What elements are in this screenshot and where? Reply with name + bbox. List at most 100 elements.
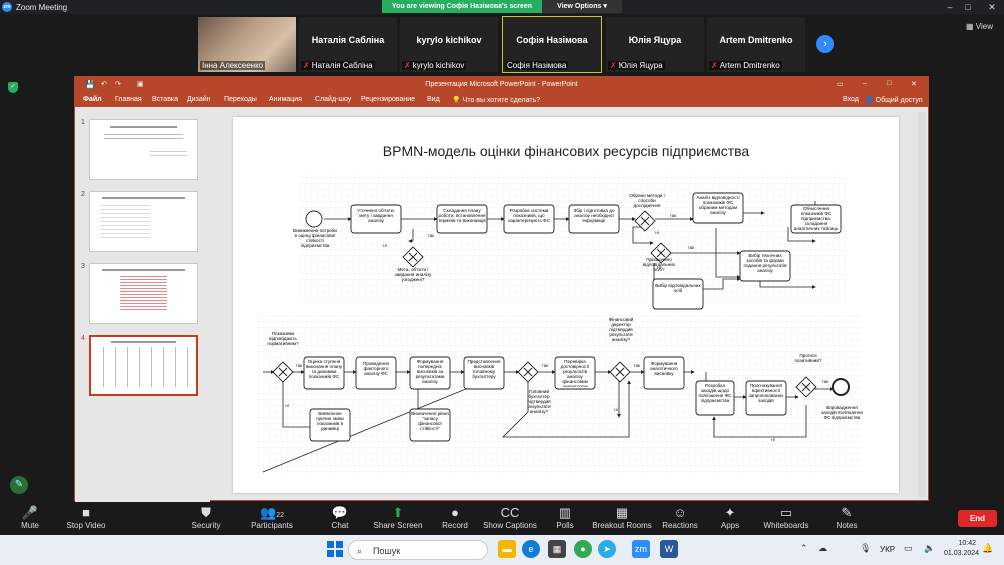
thumb-number: 1 — [81, 119, 85, 126]
bpmn-task: Формування попередніх висновків за резул… — [415, 359, 445, 384]
microphone-tray-icon[interactable]: 🎙 — [860, 543, 872, 553]
no-label: ні — [614, 407, 618, 412]
save-icon[interactable]: 💾 — [85, 80, 95, 89]
security-button[interactable]: ⛊Security — [176, 503, 236, 530]
undo-icon[interactable]: ↶ — [101, 81, 107, 88]
thumb-number: 4 — [81, 335, 85, 342]
bpmn-gateway-label: Фінансовий директор підтвердив результат… — [608, 317, 634, 342]
network-icon[interactable]: ▭ — [904, 543, 913, 553]
start-windows-icon[interactable] — [327, 541, 343, 557]
taskbar-search-input[interactable]: ⌕Пошук — [348, 540, 488, 560]
chat-button[interactable]: 💬Chat — [310, 503, 370, 530]
tab-design[interactable]: Дизайн — [187, 96, 211, 103]
bpmn-task: Представлення висновків головному бухгал… — [467, 359, 501, 379]
yes-label: так — [634, 363, 642, 368]
share-screen-button[interactable]: ⬆Share Screen — [368, 503, 428, 530]
redo-icon[interactable]: ↷ — [115, 81, 121, 88]
annotate-pencil-icon[interactable]: ✎ — [10, 476, 28, 494]
slide-thumbnail[interactable] — [89, 263, 198, 324]
signin-link[interactable]: Вход — [843, 96, 859, 103]
tab-insert[interactable]: Вставка — [152, 96, 179, 103]
language-indicator[interactable]: УКР — [880, 545, 896, 554]
ppt-maximize-icon[interactable]: □ — [887, 80, 892, 87]
view-options-button[interactable]: View Options ▾ — [542, 0, 622, 13]
notifications-icon[interactable]: 🔔 — [982, 543, 994, 553]
store-icon[interactable]: ▦ — [548, 540, 566, 558]
tab-home[interactable]: Главная — [115, 96, 142, 103]
bpmn-task: Аналіз відповідності показників ФС обран… — [696, 195, 740, 215]
next-participants-button[interactable]: › — [816, 35, 834, 53]
taskbar-clock[interactable]: 10:42 01.03.2024 — [944, 539, 980, 559]
bpmn-task: Збір і підготовка до аналізу необхідної … — [573, 208, 615, 223]
thumb-number: 2 — [81, 191, 85, 198]
record-button[interactable]: ●Record — [425, 503, 485, 530]
chrome-icon[interactable]: ● — [574, 540, 592, 558]
participant-tile[interactable]: kyrylo kichikov ✗kyrylo kichikov — [399, 16, 499, 73]
participant-tile[interactable]: Artem Dmitrenko ✗Artem Dmitrenko — [706, 16, 806, 73]
reactions-button[interactable]: ☺Reactions — [650, 503, 710, 530]
present-icon[interactable]: ▣ — [137, 81, 144, 88]
close-icon[interactable]: ✕ — [988, 2, 996, 12]
clock-date: 01.03.2024 — [944, 550, 980, 557]
participant-tile[interactable]: Інна Алексеенко — [197, 16, 297, 73]
mute-button[interactable]: 🎤Mute — [0, 503, 60, 530]
tab-file[interactable]: Файл — [83, 96, 102, 103]
bpmn-start-label: Виникнення потреби в оцінці фінансової с… — [293, 228, 337, 248]
participant-count: 22 — [276, 512, 284, 519]
end-meeting-button[interactable]: End — [958, 510, 997, 527]
muted-mic-icon: ✗ — [303, 61, 310, 70]
participant-label: Інна Алексеенко — [200, 61, 266, 70]
share-link[interactable]: 👤 Общий доступ — [865, 97, 923, 104]
breakout-rooms-button[interactable]: ▦Breakout Rooms — [592, 505, 652, 530]
zoom-taskbar-icon[interactable]: zm — [632, 540, 650, 558]
no-label: ні — [285, 403, 289, 408]
bpmn-task: Перевірка достовірності результатів анал… — [560, 359, 590, 387]
ppt-close-icon[interactable]: ✕ — [911, 81, 917, 88]
tab-view[interactable]: Вид — [427, 96, 440, 103]
bpmn-task: Проведення факторного аналізу ФС — [362, 361, 390, 376]
edge-icon[interactable]: e — [522, 540, 540, 558]
telegram-icon[interactable]: ➤ — [598, 540, 616, 558]
word-icon[interactable]: W — [660, 540, 678, 558]
ppt-minimize-icon[interactable]: – — [863, 80, 867, 87]
participant-tile[interactable]: Наталія Сабліна ✗Наталія Сабліна — [298, 16, 398, 73]
bpmn-end-label: Впровадження заходів поліпшення ФС підпр… — [821, 405, 863, 420]
tab-slideshow[interactable]: Слайд-шоу — [315, 96, 352, 103]
participant-tile-active-speaker[interactable]: Софія Назімова Софія Назімова — [502, 16, 602, 73]
notes-button[interactable]: ✎Notes — [817, 503, 877, 530]
tab-transitions[interactable]: Переходы — [224, 96, 257, 103]
slide-thumbnail-selected[interactable] — [89, 335, 198, 396]
cloud-icon[interactable]: ☁ — [818, 543, 827, 553]
file-explorer-icon[interactable]: ▬ — [498, 540, 516, 558]
captions-icon: CC — [500, 505, 520, 520]
vertical-scrollbar[interactable] — [918, 112, 926, 497]
tab-animations[interactable]: Анимация — [269, 96, 302, 103]
ribbon-display-icon[interactable]: ▭ — [837, 81, 844, 88]
encryption-shield-icon: ✓ — [8, 82, 18, 93]
stop-video-button[interactable]: ■Stop Video — [56, 503, 116, 530]
apps-button[interactable]: ✦Apps — [700, 503, 760, 530]
participant-label: Artem Dmitrenko — [719, 61, 780, 70]
maximize-icon[interactable]: □ — [965, 2, 971, 12]
slide-canvas[interactable]: BPMN-модель оцінки фінансових ресурсів п… — [233, 117, 899, 493]
minimize-icon[interactable]: – — [947, 2, 953, 12]
bpmn-task: Вибір технічних засобів та форми подання… — [743, 253, 787, 273]
tab-review[interactable]: Рецензирование — [361, 96, 416, 103]
slide-thumbnail[interactable] — [89, 119, 198, 180]
tell-me-box[interactable]: 💡 Что вы хотите сделать? — [452, 97, 541, 104]
bpmn-gateway-label: Мета, об'єкти і завдання аналізу узгодже… — [394, 267, 432, 282]
bpmn-task: Складання плану роботи, встановлення тер… — [438, 208, 486, 223]
participant-label: Юлія Яцура — [618, 61, 663, 70]
polls-button[interactable]: ▥Polls — [535, 503, 595, 530]
muted-mic-icon: ✗ — [610, 61, 617, 70]
volume-icon[interactable]: 🔈 — [924, 543, 936, 553]
whiteboards-button[interactable]: ▭Whiteboards — [756, 503, 816, 530]
tray-chevron-icon[interactable]: ⌃ — [800, 543, 808, 553]
participant-tile[interactable]: Юлія Яцура ✗Юлія Яцура — [605, 16, 705, 73]
apps-icon: ✦ — [724, 505, 736, 520]
view-button[interactable]: ▦ View — [966, 22, 993, 31]
slide-thumbnail[interactable] — [89, 191, 198, 252]
